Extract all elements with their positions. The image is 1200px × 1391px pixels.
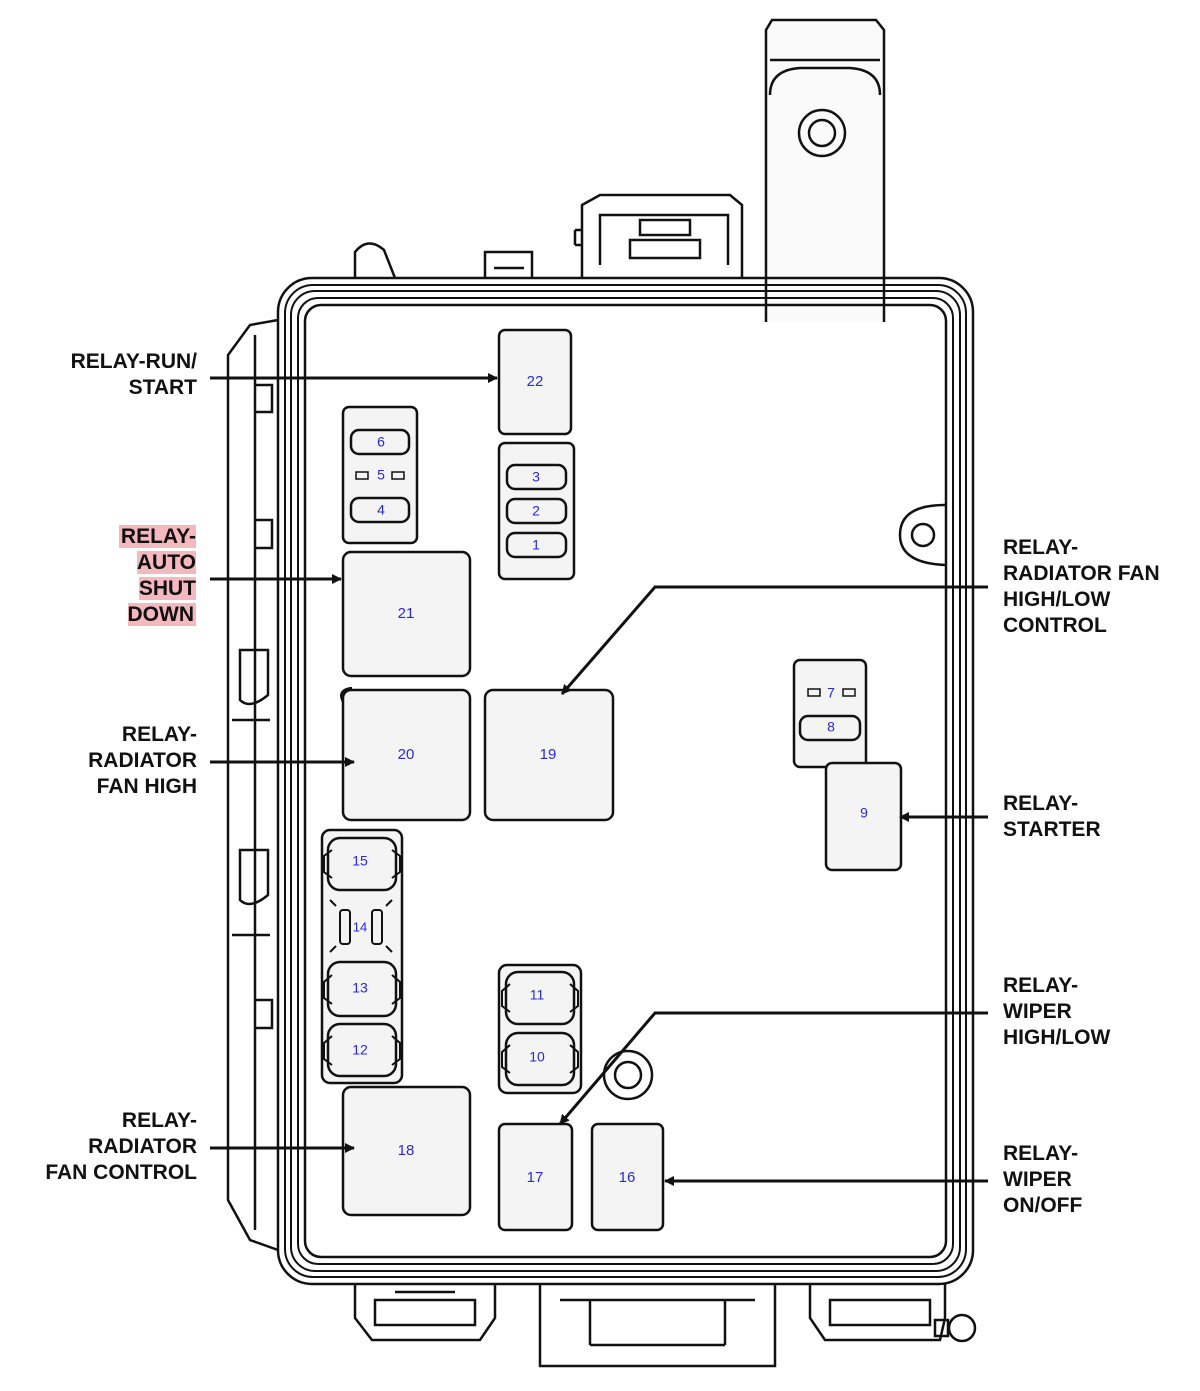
fuse-14 [339, 909, 351, 945]
fuse-block-4-5-6 [341, 405, 419, 545]
fuse-block-1-2-3 [497, 441, 576, 581]
slot-6-label: 6 [377, 434, 385, 450]
mounting-bracket [764, 18, 886, 322]
callout-relay-auto-shut-down: RELAY- AUTO SHUT DOWN [108, 524, 196, 628]
relay-17 [497, 1122, 574, 1232]
slot-14-label: 14 [353, 919, 367, 934]
fuse-8 [798, 714, 862, 742]
slot-1-label: 1 [532, 537, 540, 553]
fuse-1 [505, 531, 568, 559]
relay-20 [341, 688, 472, 822]
slot-21-label: 21 [398, 605, 415, 622]
callout-relay-run-start: RELAY-RUN/ START [70, 350, 197, 399]
fuse-12 [326, 1022, 398, 1078]
slot-20-label: 20 [398, 746, 415, 763]
slot-4-label: 4 [377, 502, 385, 518]
slot-18-label: 18 [398, 1142, 415, 1159]
slot-12-label: 12 [352, 1042, 368, 1058]
callout-relay-radiator-fan-high: RELAY- RADIATOR FAN HIGH [88, 723, 197, 798]
housing-post [602, 1049, 654, 1101]
relay-21 [341, 550, 472, 678]
top-tab-left [353, 242, 397, 279]
slot-17-label: 17 [527, 1169, 544, 1186]
slot-22-label: 22 [527, 373, 544, 390]
slot-13-label: 13 [352, 980, 368, 996]
fuse-block-10-11 [497, 963, 583, 1095]
housing [276, 276, 975, 1286]
bottom-connectors [353, 1284, 977, 1368]
fuse-13 [326, 960, 398, 1018]
slot-3-label: 3 [532, 469, 540, 485]
relay-18 [341, 1085, 472, 1217]
top-connector [573, 193, 744, 278]
leader-lines [210, 373, 988, 1186]
slot-19-label: 19 [540, 746, 557, 763]
leader-relay-radiator-fan-high-low-control [560, 585, 988, 695]
callout-relay-radiator-fan-control: RELAY- RADIATOR FAN CONTROL [45, 1109, 197, 1184]
relay-16 [590, 1122, 665, 1232]
leader-relay-wiper-high-low [558, 1011, 988, 1125]
highlighted-label: RELAY- AUTO SHUT DOWN [118, 525, 196, 626]
fuse-6 [349, 428, 411, 456]
relay-22 [497, 328, 573, 436]
slot-9-label: 9 [860, 805, 868, 821]
slot-8-label: 8 [827, 719, 835, 735]
slot-2-label: 2 [532, 503, 540, 519]
fuse-block-12-15 [320, 828, 404, 1085]
left-side-latch [226, 318, 279, 1252]
relay-19 [483, 688, 615, 822]
fuse-15 [326, 836, 398, 892]
slot-10-label: 10 [529, 1049, 545, 1065]
fuse-4 [349, 496, 411, 524]
fuse-11 [504, 970, 576, 1026]
fuse-block-7-8 [792, 658, 868, 769]
slot-11-label: 11 [530, 987, 545, 1003]
slot-7-label: 7 [827, 685, 835, 701]
fuse-10 [504, 1031, 576, 1087]
top-tab-middle [483, 250, 534, 278]
callout-relay-wiper-on-off: RELAY- WIPER ON/OFF [1003, 1142, 1083, 1217]
slot-5-label: 5 [377, 467, 385, 483]
fuse-2 [505, 497, 568, 525]
callout-relay-radiator-fan-high-low-control: RELAY- RADIATOR FAN HIGH/LOW CONTROL [1003, 536, 1160, 637]
slot-15-label: 15 [352, 853, 368, 869]
right-mounting-ear [898, 503, 946, 567]
callout-relay-starter: RELAY- STARTER [1003, 792, 1101, 841]
callout-relay-wiper-high-low: RELAY- WIPER HIGH/LOW [1003, 974, 1111, 1049]
fuse-3 [505, 463, 568, 491]
slot-16-label: 16 [619, 1169, 636, 1186]
